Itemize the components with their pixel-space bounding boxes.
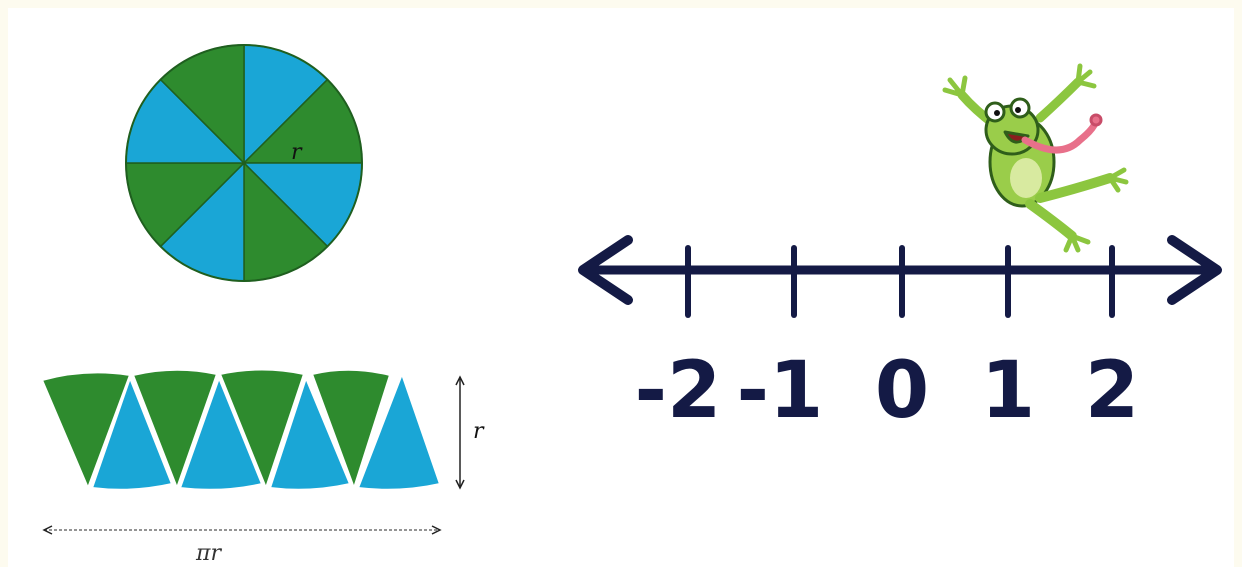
- right-arrowhead: [1167, 235, 1222, 305]
- tick-label: 0: [875, 346, 929, 436]
- circle-radius-label: r: [291, 140, 303, 165]
- sector: [40, 371, 132, 491]
- sector: [218, 368, 306, 491]
- left-arrowhead: [578, 235, 633, 305]
- sector: [268, 375, 352, 491]
- height-label: r: [473, 419, 485, 444]
- sectored-circle: [125, 44, 363, 282]
- rearranged-sectors: [40, 368, 442, 492]
- tick-label: -1: [737, 346, 824, 436]
- sector: [356, 371, 442, 491]
- height-dimension: [455, 375, 465, 490]
- width-label: πr: [195, 541, 222, 566]
- sector: [90, 375, 174, 491]
- number-line: [578, 235, 1222, 318]
- sector: [131, 368, 219, 491]
- tick-label: 1: [981, 346, 1035, 436]
- tick-label: 2: [1085, 346, 1139, 436]
- sector: [310, 368, 392, 492]
- frog-icon: [942, 63, 1129, 253]
- width-dimension: [42, 525, 442, 535]
- sector: [178, 375, 264, 491]
- tick-label: -2: [635, 346, 722, 436]
